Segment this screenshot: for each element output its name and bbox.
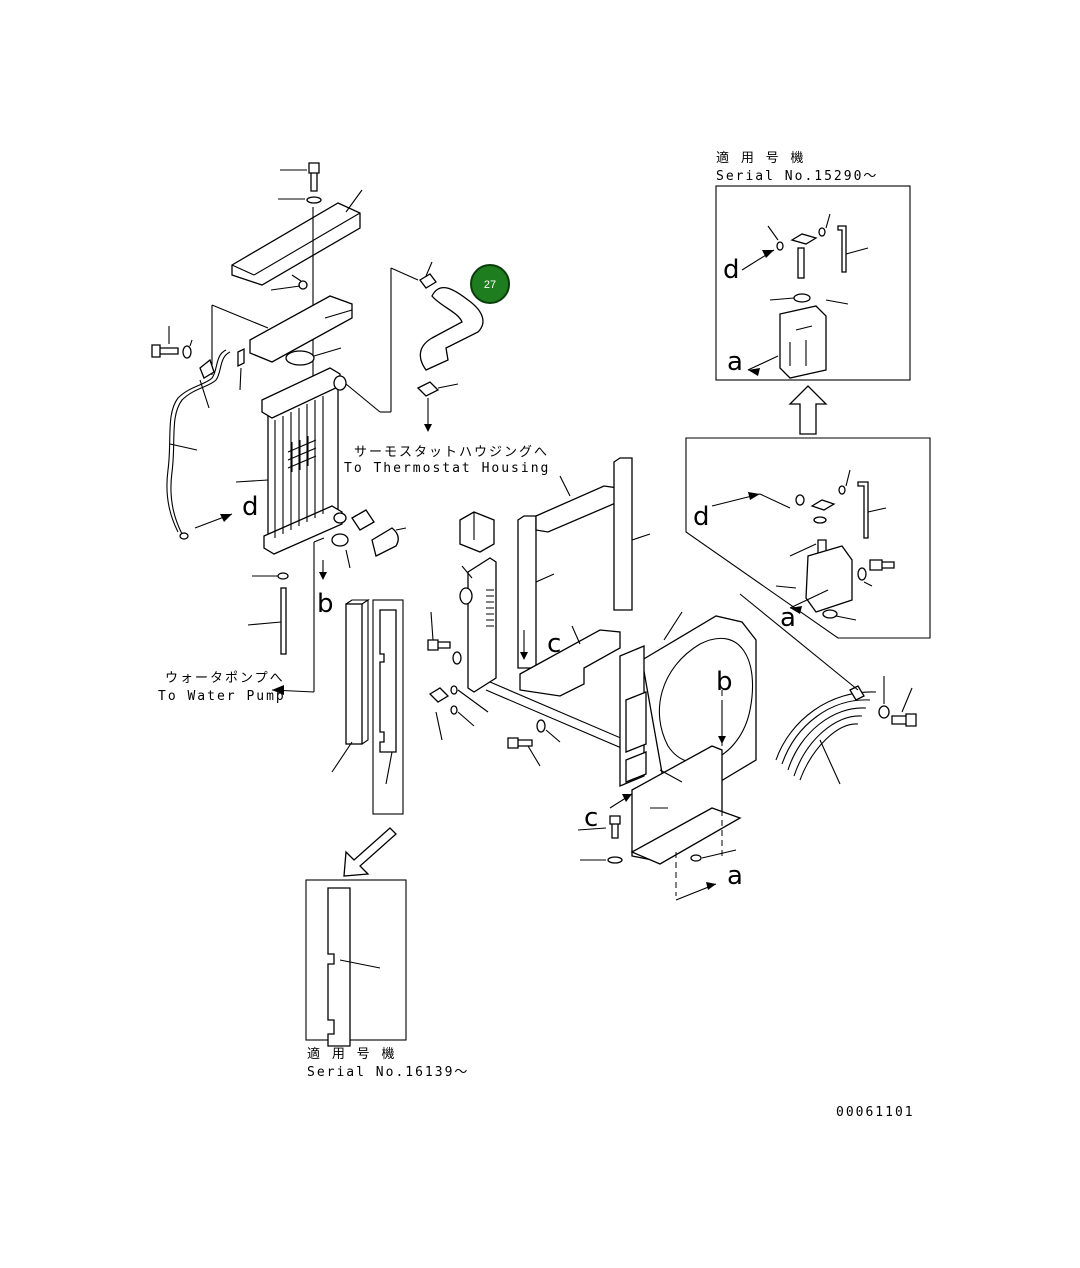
view-letter-a-top: a: [727, 347, 743, 377]
upper-hose: [416, 261, 484, 432]
waterpump-label-jp: ウォータポンプへ: [165, 671, 285, 686]
reservoir-detail-new: [715, 185, 911, 381]
serial-top-jp: 適 用 号 機: [716, 150, 805, 166]
view-letter-d-detail: d: [693, 502, 710, 532]
view-letter-b-radiator: b: [317, 589, 334, 619]
thermostat-label-jp: サーモスタットハウジングへ: [354, 445, 549, 460]
seal-plates: [305, 598, 407, 1047]
view-letter-a-shroud: a: [727, 861, 743, 891]
view-letter-c-shroud: c: [584, 803, 598, 833]
callout-number: 27: [484, 279, 496, 291]
fan-shroud: [577, 593, 917, 901]
callout-27[interactable]: 27: [470, 264, 510, 304]
thermostat-label-en: To Thermostat Housing: [344, 461, 550, 476]
view-letter-a-detail: a: [780, 603, 796, 633]
reservoir-detail: [685, 385, 931, 639]
serial-top-en: Serial No.15290～: [716, 169, 878, 184]
radiator-assembly: [151, 162, 419, 695]
waterpump-label-en: To Water Pump: [158, 689, 286, 704]
view-letter-b-shroud: b: [716, 667, 733, 697]
oil-cooler-assembly: [427, 457, 651, 767]
view-letter-c-bracket: c: [547, 629, 561, 659]
view-letter-d-top: d: [723, 255, 740, 285]
serial-bottom-jp: 適 用 号 機: [307, 1046, 396, 1062]
serial-bottom-en: Serial No.16139～: [307, 1065, 469, 1080]
drawing-number: 00061101: [836, 1105, 915, 1120]
view-letter-d-radiator: d: [242, 492, 259, 522]
